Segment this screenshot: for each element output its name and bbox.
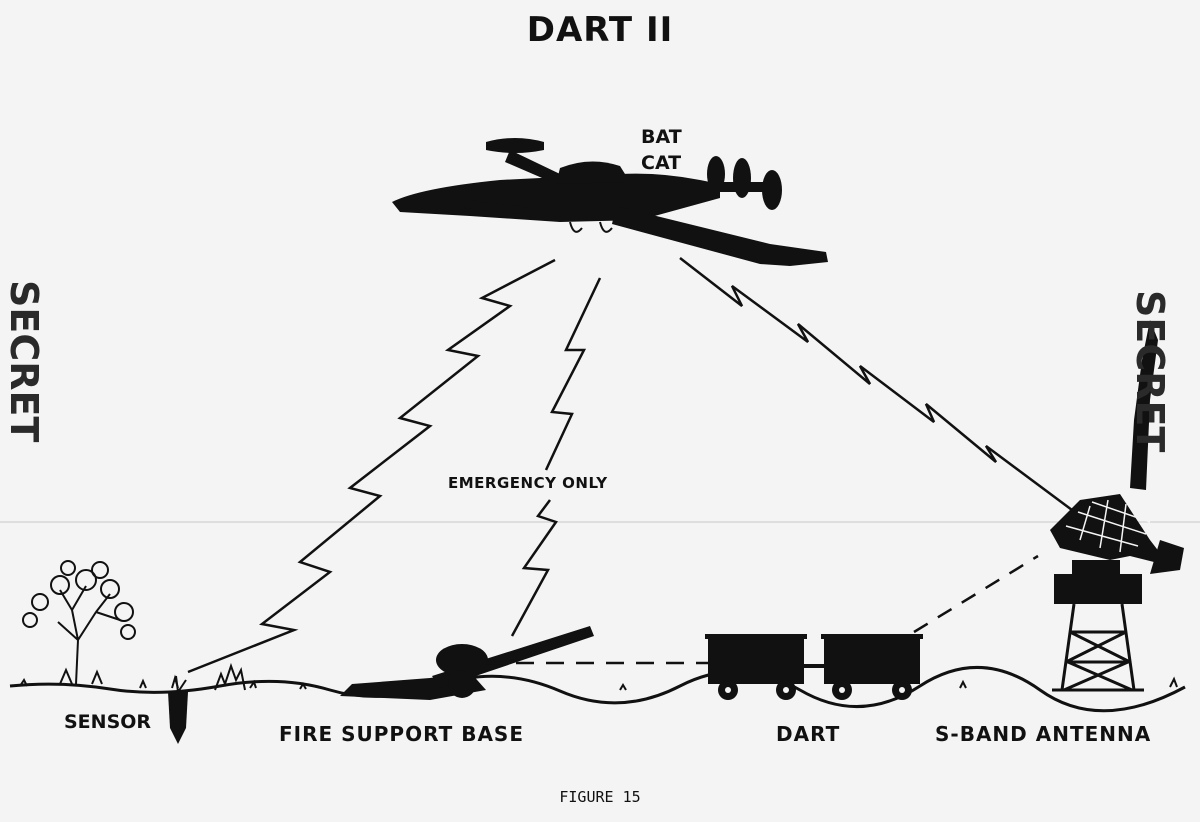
antenna-tower-icon [1052,603,1144,692]
radio-link-antenna [679,257,1073,512]
dashed-link [913,554,1039,634]
radio-link-sensor [187,258,556,674]
sensor-icon [168,692,188,744]
radio-link-emergency [510,277,602,637]
bush-icon [214,662,246,691]
ground-line [9,666,1186,713]
sensor-label: SENSOR [64,711,152,733]
dart-label: DART [776,722,841,746]
secret-stamp-left: SECRET [2,280,46,443]
aircraft-icon [392,138,828,266]
s-band-antenna-label: S-BAND ANTENNA [935,722,1152,746]
figure-caption: FIGURE 15 [559,788,641,806]
tree-icon [22,560,136,685]
howitzer-icon [340,626,594,700]
aircraft-label-line2: CAT [641,152,682,174]
wheel-hubs [725,687,905,693]
antenna-dish-grid [1065,499,1151,553]
diagram-title: DART II [526,10,674,50]
dart-trailers-icon [705,634,923,700]
fire-support-base-label: FIRE SUPPORT BASE [279,722,524,746]
ground-grass [19,676,1178,691]
aircraft-label-line1: BAT [641,126,682,148]
emergency-link-label: EMERGENCY ONLY [448,474,608,492]
aircraft-gear [569,221,613,233]
secret-stamp-right: SECRET [1128,290,1172,453]
sensor-antenna [175,675,187,693]
